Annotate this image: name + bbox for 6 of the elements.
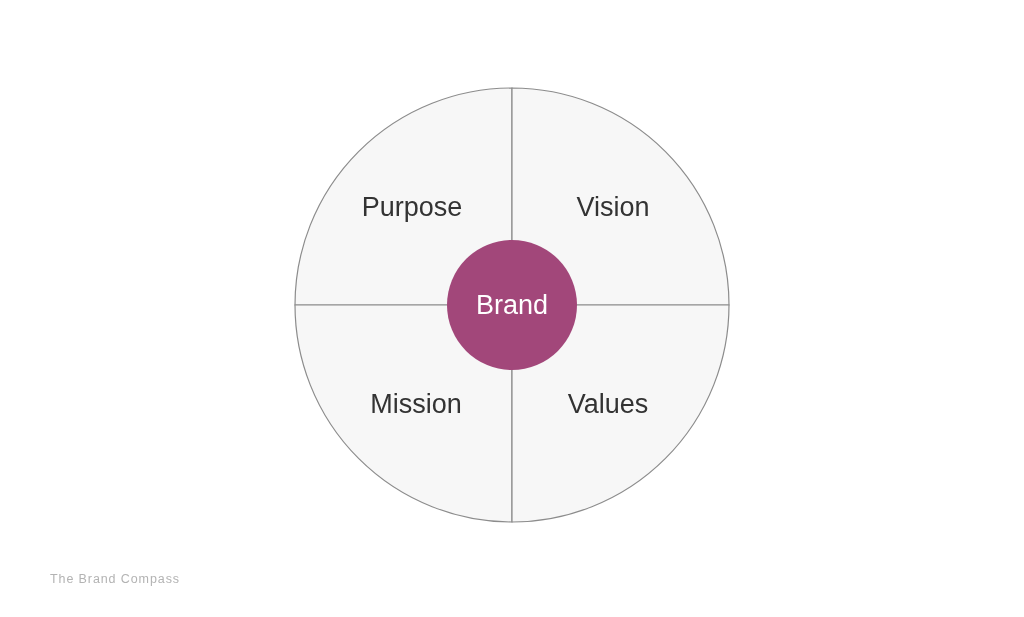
segment-label: Vision xyxy=(576,193,650,221)
segment-label: Mission xyxy=(370,390,462,418)
segment-label: Values xyxy=(567,390,649,418)
center-label: Brand xyxy=(475,291,549,319)
segment-label: Purpose xyxy=(361,193,463,221)
caption-text: The Brand Compass xyxy=(50,573,180,586)
